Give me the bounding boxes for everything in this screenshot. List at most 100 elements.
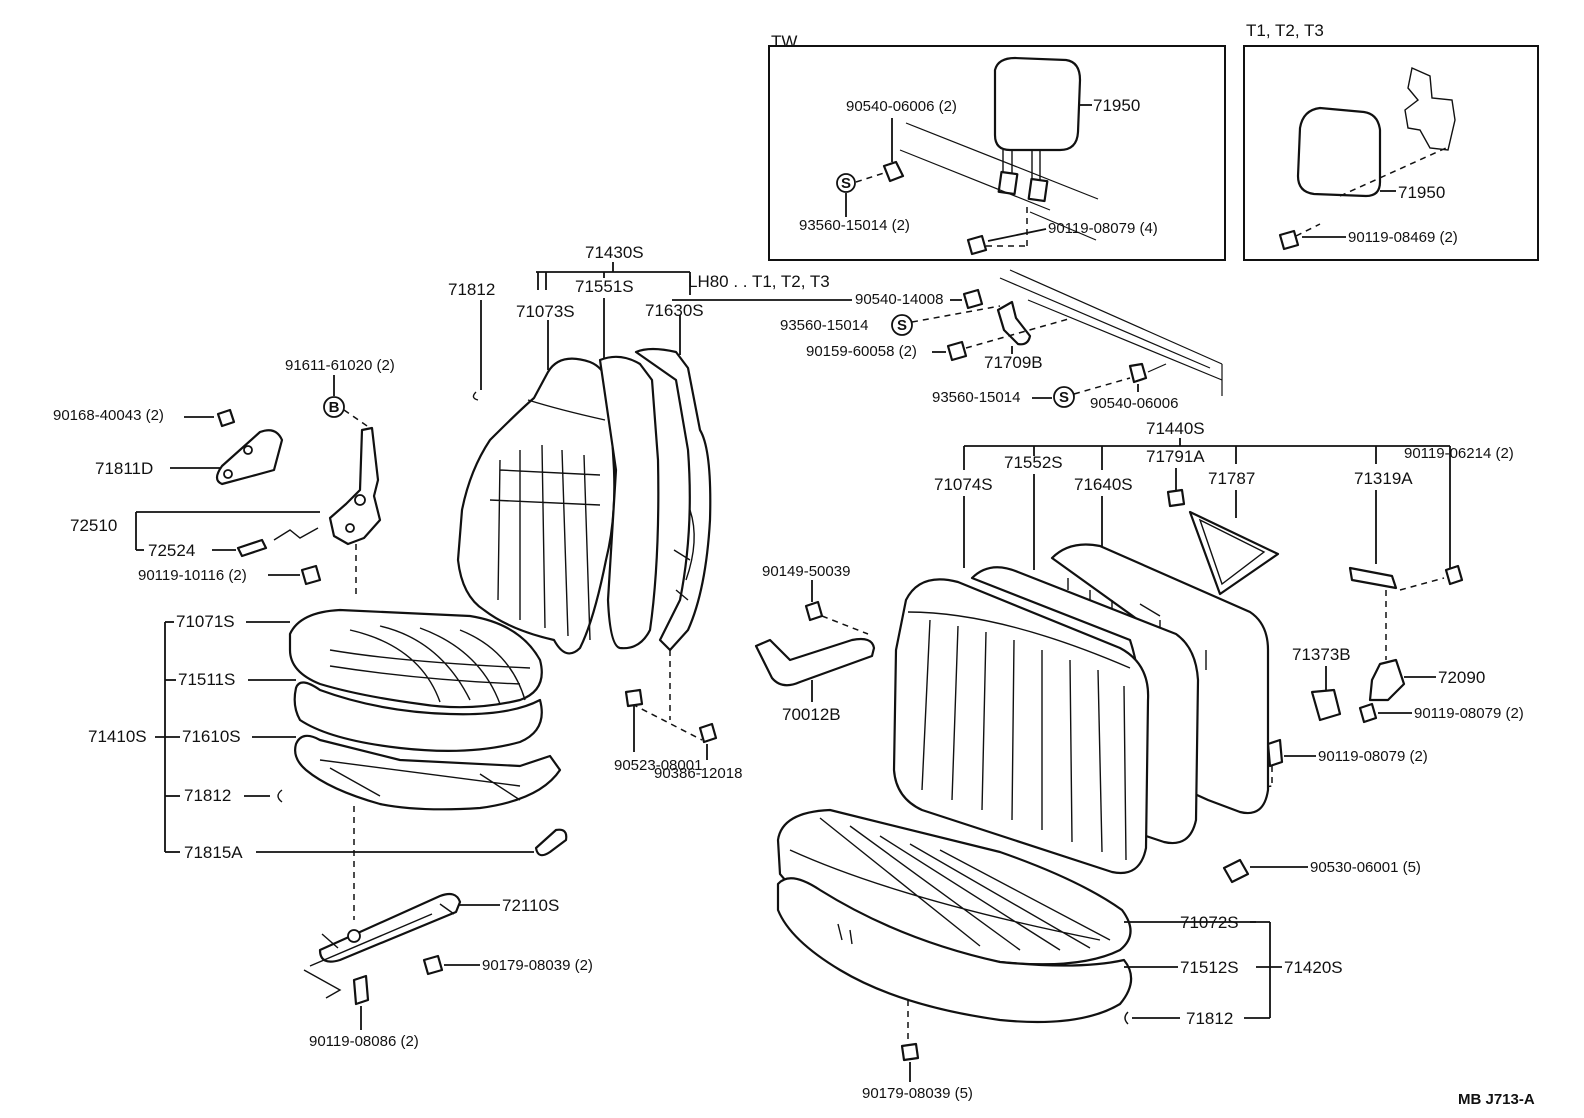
label-71511s: 71511S xyxy=(178,670,235,689)
document-code: MB J713-A xyxy=(1458,1091,1535,1108)
bracket-71709b[interactable] xyxy=(996,300,1032,346)
label-71791a: 71791A xyxy=(1146,447,1205,466)
label-71950-tw: 71950 xyxy=(1093,96,1140,115)
label-91611-61020-2: 91611-61020 (2) xyxy=(285,357,395,374)
seatback-pad-71551s[interactable] xyxy=(598,355,660,650)
label-90159-60058-2: 90159-60058 (2) xyxy=(806,343,917,360)
label-71630s: 71630S xyxy=(645,301,704,320)
bench-seat-group: 71440S 90119-06214 (2) 71074S 71552S 716… xyxy=(776,419,1524,1102)
front-left-hinge-group: 91611-61020 (2) B 90168-40043 (2) 71811D… xyxy=(53,357,395,596)
headrest-t123[interactable] xyxy=(1296,106,1382,198)
label-90540-14008: 90540-14008 xyxy=(855,291,943,308)
label-71071s: 71071S xyxy=(176,612,235,631)
nut-90179-08039-5[interactable] xyxy=(900,1042,920,1062)
bolt-90119-06214[interactable] xyxy=(1444,564,1464,586)
label-71812-b: 71812 xyxy=(184,786,231,805)
bolt-90119-08086[interactable] xyxy=(352,974,370,1006)
label-90119-06214-2: 90119-06214 (2) xyxy=(1404,445,1514,462)
nut-90523-08001[interactable] xyxy=(624,688,644,708)
label-71373b: 71373B xyxy=(1292,645,1351,664)
label-lh80: LH80 . . T1, T2, T3 xyxy=(688,272,830,291)
label-71610s: 71610S xyxy=(182,727,241,746)
front-cushion-group: 71071S 71511S 71410S 71610S 71812 71815A… xyxy=(88,608,593,1050)
seat-track-72110s[interactable] xyxy=(318,892,462,963)
cover-71319a[interactable] xyxy=(1348,566,1398,590)
symbol-s-2 xyxy=(891,314,913,336)
label-71074s: 71074S xyxy=(934,475,993,494)
cushion-frame-71610s[interactable] xyxy=(294,734,562,811)
label-90540-06006-2: 90540-06006 (2) xyxy=(846,98,957,115)
label-71512s: 71512S xyxy=(1180,958,1239,977)
cover-71373b[interactable] xyxy=(1310,688,1342,722)
label-90386-12018: 90386-12018 xyxy=(654,765,742,782)
label-93560-15014-b: 93560-15014 xyxy=(932,389,1020,406)
grommet-90540-06006[interactable] xyxy=(1128,362,1148,384)
hinge-72090[interactable] xyxy=(1368,658,1406,702)
label-72510: 72510 xyxy=(70,516,117,535)
bench-cushion-pad-71512s[interactable] xyxy=(776,877,1133,1024)
bolt-90119-08469[interactable] xyxy=(1278,229,1300,251)
bolt-90119-08079-b[interactable] xyxy=(1266,738,1284,768)
label-71812-a: 71812 xyxy=(448,280,495,299)
seatback-frame-71630s[interactable] xyxy=(634,347,712,652)
label-70012b: 70012B xyxy=(782,705,841,724)
svg-text:S: S xyxy=(841,175,851,192)
label-71815a: 71815A xyxy=(184,843,243,862)
front-seatback-group: 71430S 71812 71073S 71551S 71630S xyxy=(448,243,712,741)
inset-t123-frame xyxy=(1243,45,1539,261)
nut-90386-12018[interactable] xyxy=(698,722,718,744)
clip-71791a[interactable] xyxy=(1166,488,1186,508)
cover-71815a[interactable] xyxy=(534,828,568,857)
label-90179-08039-5: 90179-08039 (5) xyxy=(862,1085,973,1102)
label-90149-50039: 90149-50039 xyxy=(762,563,850,580)
pin-72524[interactable] xyxy=(236,538,268,558)
inset-t123: T1, T2, T3 71950 90119-08469 (2) xyxy=(1243,21,1539,261)
bolt-90168-40043[interactable] xyxy=(216,408,236,428)
label-71709b: 71709B xyxy=(984,353,1043,372)
label-93560-15014-2: 93560-15014 (2) xyxy=(799,217,910,234)
inset-tw-frame xyxy=(768,45,1226,261)
label-71440s: 71440S xyxy=(1146,419,1205,438)
svg-text:B: B xyxy=(329,399,340,416)
bolt-90149-50039[interactable] xyxy=(804,600,824,622)
label-90540-06006: 90540-06006 xyxy=(1090,395,1178,412)
cushion-pad-71511s[interactable] xyxy=(293,681,543,752)
label-71072s: 71072S xyxy=(1180,913,1239,932)
grommet-90540-06006[interactable] xyxy=(882,160,905,183)
label-71410s: 71410S xyxy=(88,727,147,746)
bolt-90119-08079-a[interactable] xyxy=(1358,702,1378,724)
label-90119-08469-2: 90119-08469 (2) xyxy=(1348,229,1458,246)
symbol-s-3 xyxy=(1053,386,1075,408)
label-71073s: 71073S xyxy=(516,302,575,321)
label-71319a: 71319A xyxy=(1354,469,1413,488)
symbol-s-1 xyxy=(836,173,856,193)
cover-71787[interactable] xyxy=(1188,510,1280,596)
bolt-90119-08079[interactable] xyxy=(966,234,988,256)
symbol-b xyxy=(323,396,345,418)
cushion-cover-71071s[interactable] xyxy=(288,608,543,709)
label-71430s: 71430S xyxy=(585,243,644,262)
label-93560-15014-a: 93560-15014 xyxy=(780,317,868,334)
label-71811d: 71811D xyxy=(95,459,153,478)
svg-text:S: S xyxy=(897,317,907,334)
lh80-rail-group: LH80 . . T1, T2, T3 90540-14008 93560-15… xyxy=(672,269,1223,412)
label-90119-08079-2b: 90119-08079 (2) xyxy=(1318,748,1428,765)
label-90119-10116-2: 90119-10116 (2) xyxy=(138,567,247,584)
bumper-90530-06001[interactable] xyxy=(1222,858,1250,884)
svg-text:S: S xyxy=(1059,389,1069,406)
label-71420s: 71420S xyxy=(1284,958,1343,977)
grommet-90540-14008[interactable] xyxy=(962,288,984,310)
label-72090: 72090 xyxy=(1438,668,1485,687)
label-90179-08039-2: 90179-08039 (2) xyxy=(482,957,593,974)
label-71552s: 71552S xyxy=(1004,453,1063,472)
label-71812-c: 71812 xyxy=(1186,1009,1233,1028)
bracket-71811d[interactable] xyxy=(215,429,284,486)
label-71551s: 71551S xyxy=(575,277,634,296)
headrest-tw[interactable] xyxy=(993,56,1082,152)
hinge-bracket-72510[interactable] xyxy=(328,426,382,546)
nut-90179-08039[interactable] xyxy=(422,954,444,976)
bolt-90119-10116[interactable] xyxy=(300,564,322,586)
bracket-70012b[interactable] xyxy=(754,637,876,687)
label-90119-08079-4: 90119-08079 (4) xyxy=(1048,220,1158,237)
bolt-90159-60058[interactable] xyxy=(946,340,968,362)
